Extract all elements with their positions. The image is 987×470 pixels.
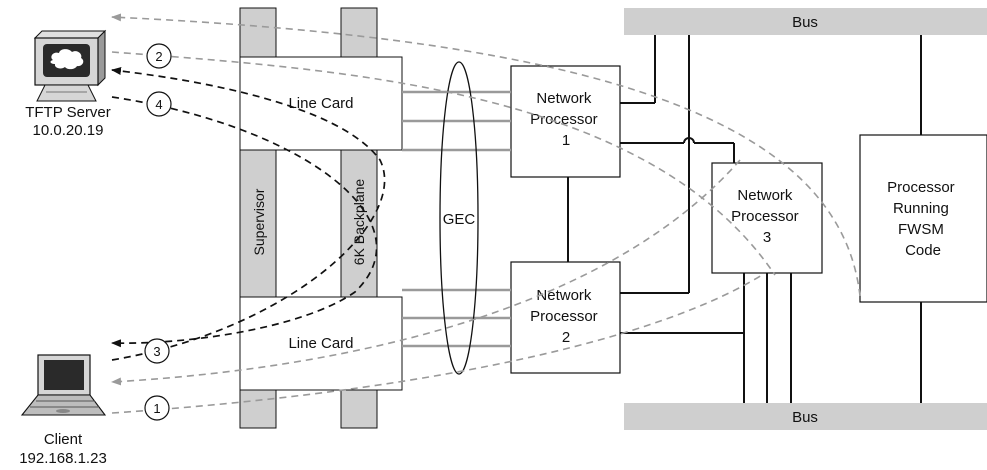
path-step-2-gray: [111, 51, 776, 276]
svg-text:Processor Running FWSM: Processor Running FWSM Code: [887, 179, 959, 259]
step-4-circle: [146, 91, 172, 117]
path-step-4-black: [111, 96, 378, 348]
np1-line1: Network: [536, 90, 592, 107]
svg-text:Network Processor 1: Network Processor 1: [530, 90, 602, 149]
network-processor-3: [711, 162, 823, 274]
tftp-server-ip: 10.0.20.19: [33, 122, 104, 139]
bus-top-label: Bus: [792, 14, 818, 31]
client-ip: 192.168.1.23: [19, 450, 107, 467]
network-processor-1: [510, 65, 621, 178]
fwsm-processor: [859, 134, 987, 303]
line-card-top-label: Line Card: [288, 95, 353, 112]
step-2-label: 2: [155, 49, 162, 64]
np1-line3: 1: [562, 132, 570, 149]
bus-top: [624, 8, 987, 35]
step-3-circle: [144, 338, 170, 364]
svg-text:Network Processor 3: Network Processor 3: [731, 187, 803, 246]
bus-bottom: [624, 403, 987, 430]
gec-label: GEC: [443, 211, 476, 228]
gec-links: [402, 90, 511, 348]
np2-line3: 2: [562, 329, 570, 346]
step-1-label: 1: [153, 401, 160, 416]
np3-line1: Network: [737, 187, 793, 204]
supervisor-label: Supervisor: [251, 188, 267, 255]
line-card-bottom: [239, 296, 403, 391]
step-4-label: 4: [155, 97, 162, 112]
fwsm-line1: Processor: [887, 179, 955, 196]
tftp-server-name: TFTP Server: [25, 104, 111, 121]
np2-line1: Network: [536, 287, 592, 304]
tftp-server-icon: [33, 29, 107, 102]
fwsm-line4: Code: [905, 242, 941, 259]
client-name: Client: [44, 431, 83, 448]
np2-line2: Processor: [530, 308, 598, 325]
line-card-top: [239, 56, 403, 151]
step-2-circle: [146, 43, 172, 69]
bus-connections: [567, 35, 922, 403]
bus-bottom-label: Bus: [792, 409, 818, 426]
gec-ellipse: [439, 61, 479, 375]
step-3-label: 3: [153, 344, 160, 359]
np3-line2: Processor: [731, 208, 799, 225]
fwsm-line2: Running: [893, 200, 949, 217]
path-to-tftp-gray: [111, 13, 861, 297]
client-laptop-icon: [20, 354, 107, 416]
np1-line2: Processor: [530, 111, 598, 128]
np3-line3: 3: [763, 229, 771, 246]
step-1-circle: [144, 395, 170, 421]
path-step-3-black: [111, 67, 386, 361]
path-to-client-gray: [111, 159, 741, 386]
path-step-1-gray: [111, 274, 763, 414]
backplane-label: 6K Backplane: [351, 179, 367, 266]
fwsm-line3: FWSM: [898, 221, 944, 238]
line-card-bottom-label: Line Card: [288, 335, 353, 352]
